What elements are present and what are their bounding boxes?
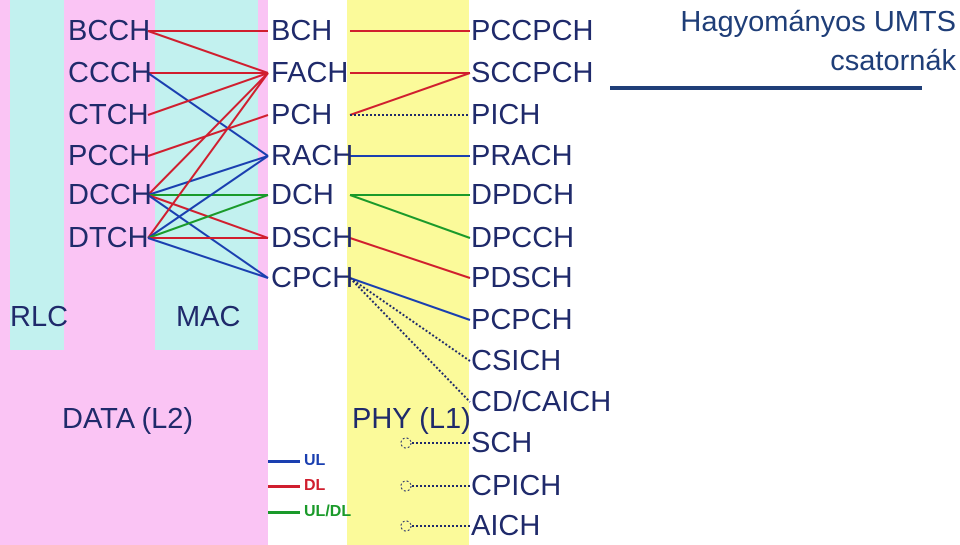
- legend-ul-dl-label: UL/DL: [304, 503, 352, 520]
- transport-physical-link: [349, 277, 471, 403]
- transport-channel: DSCH: [271, 222, 354, 254]
- physical-channel: DPCCH: [471, 222, 575, 254]
- physical-channel: PCCPCH: [471, 15, 594, 47]
- transport-channel: CPCH: [271, 262, 354, 294]
- logical-channel: PCCH: [68, 140, 151, 172]
- logical-channel: BCCH: [68, 15, 151, 47]
- logical-transport-link: [147, 30, 269, 74]
- standalone-channel-marker: [400, 520, 412, 532]
- phy-l1-label: PHY (L1): [352, 403, 471, 435]
- data-l2-label: DATA (L2): [62, 403, 194, 435]
- logical-transport-link: [147, 72, 269, 116]
- mac-label: MAC: [176, 301, 241, 333]
- transport-channel: PCH: [271, 99, 333, 131]
- transport-channel: BCH: [271, 15, 333, 47]
- physical-channel: CSICH: [471, 345, 562, 377]
- standalone-channel-marker: [400, 437, 412, 449]
- logical-transport-link: [147, 72, 269, 196]
- phy-l1-region: [347, 0, 469, 545]
- transport-physical-link: [349, 194, 471, 239]
- transport-channel: FACH: [271, 57, 349, 89]
- logical-channel: CCCH: [68, 57, 152, 89]
- physical-channel: PDSCH: [471, 262, 573, 294]
- physical-channel: CPICH: [471, 470, 562, 502]
- legend-ul-label: UL: [304, 452, 326, 469]
- physical-channel: AICH: [471, 510, 541, 542]
- physical-channel: CD/CAICH: [471, 386, 612, 418]
- legend-ul-swatch: [268, 460, 300, 463]
- physical-channel: PCPCH: [471, 304, 573, 336]
- transport-physical-link: [349, 237, 471, 279]
- physical-channel: SCCPCH: [471, 57, 594, 89]
- transport-channel: RACH: [271, 140, 354, 172]
- logical-transport-link: [147, 194, 269, 239]
- rlc-label: RLC: [10, 301, 69, 333]
- physical-channel: PICH: [471, 99, 541, 131]
- rlc-region: [10, 0, 64, 350]
- slide-title-line-2: csatornák: [830, 45, 956, 77]
- logical-channel: CTCH: [68, 99, 149, 131]
- logical-transport-link: [147, 237, 269, 279]
- slide-title-line-1: Hagyományos UMTS: [680, 6, 956, 38]
- logical-channel: DCCH: [68, 179, 152, 211]
- logical-transport-link: [147, 72, 269, 157]
- logical-transport-link: [147, 155, 269, 196]
- physical-channel: PRACH: [471, 140, 573, 172]
- logical-channel: DTCH: [68, 222, 149, 254]
- transport-physical-link: [349, 277, 471, 321]
- logical-transport-link: [147, 114, 269, 157]
- legend-ul-dl-swatch: [268, 511, 300, 514]
- physical-channel: DPDCH: [471, 179, 575, 211]
- legend-dl-label: DL: [304, 477, 326, 494]
- logical-transport-link: [147, 194, 269, 279]
- logical-transport-link: [147, 72, 269, 239]
- logical-transport-link: [147, 155, 269, 239]
- transport-physical-link: [349, 277, 471, 362]
- physical-channel: SCH: [471, 427, 533, 459]
- transport-channel: DCH: [271, 179, 334, 211]
- legend-dl-swatch: [268, 485, 300, 488]
- standalone-channel-marker: [400, 480, 412, 492]
- transport-physical-link: [349, 72, 471, 116]
- title-underline: [610, 86, 922, 90]
